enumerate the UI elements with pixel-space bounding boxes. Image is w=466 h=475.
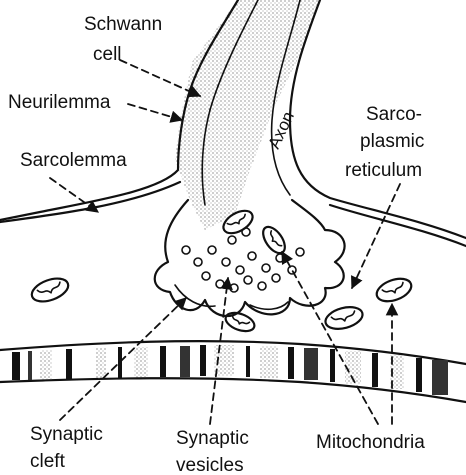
leader-synaptic-cleft	[60, 298, 186, 420]
leader-sarcolemma	[50, 178, 98, 212]
leader-neurilemma	[128, 104, 182, 120]
label-mitochondria: Mitochondria	[316, 432, 425, 453]
mitochondrion	[374, 274, 415, 305]
myofibril-band	[0, 341, 466, 402]
mitochondrion	[29, 274, 72, 306]
synaptic-vesicles	[182, 228, 304, 292]
mitochondrion	[223, 309, 257, 334]
mitochondrion	[323, 303, 365, 332]
label-sarco-line2: plasmic	[360, 131, 424, 152]
label-synaptic-cleft-line1: Synaptic	[30, 424, 103, 445]
leader-schwann	[120, 60, 200, 96]
label-synaptic-cleft-line2: cleft	[30, 451, 66, 472]
label-synaptic-vesicles-line1: Synaptic	[176, 428, 249, 449]
label-sarco-line3: reticulum	[345, 160, 422, 181]
label-sarco-line1: Sarco-	[366, 104, 422, 125]
axon-terminal	[155, 200, 345, 316]
label-sarcolemma: Sarcolemma	[20, 150, 127, 171]
label-neurilemma: Neurilemma	[8, 92, 111, 113]
label-synaptic-vesicles-line2: vesicles	[176, 455, 244, 475]
leader-sarcoplasmic	[352, 184, 400, 288]
label-schwann-line2: cell	[93, 44, 122, 65]
leader-mitochondria-1	[282, 252, 378, 424]
label-schwann-line1: Schwann	[84, 14, 162, 35]
mitochondrion	[259, 223, 289, 257]
